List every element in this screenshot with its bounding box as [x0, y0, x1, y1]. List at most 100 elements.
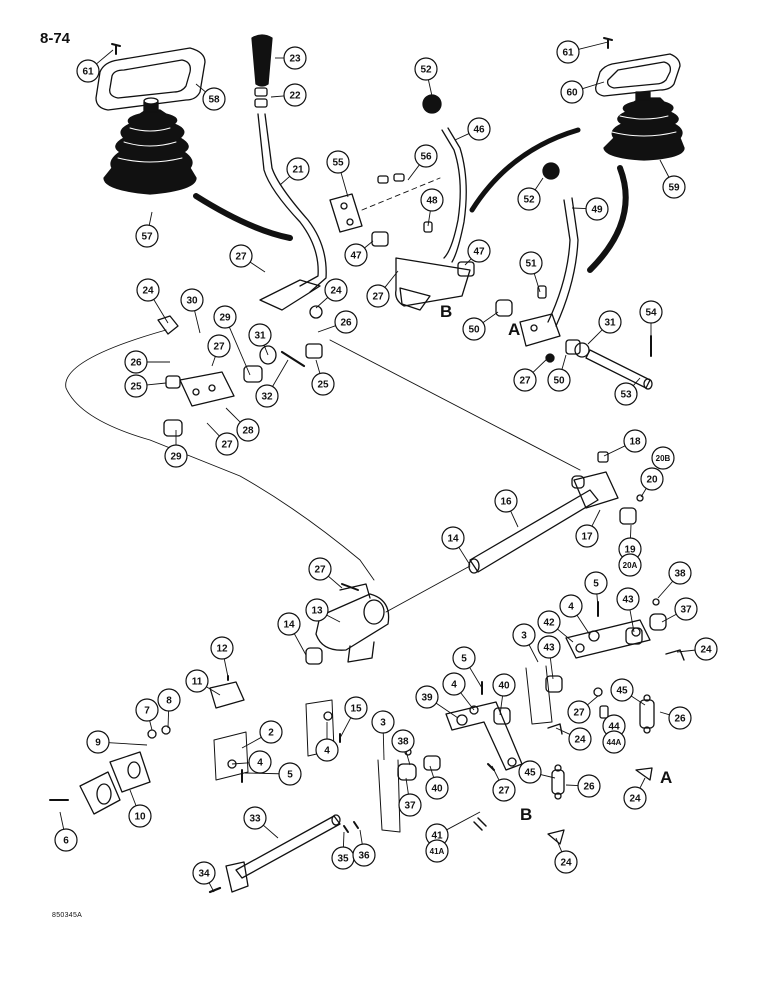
callout-14: 14 [277, 612, 307, 656]
callout-label: 21 [292, 165, 304, 176]
callout-label: 25 [130, 382, 142, 393]
callout-circle [639, 300, 663, 324]
callout-label: 36 [358, 851, 370, 862]
callout-circle [414, 57, 438, 81]
callout-label: 3 [380, 718, 386, 729]
callout-circle [513, 368, 537, 392]
callout-label: 27 [498, 786, 510, 797]
callout-label: 11 [192, 677, 203, 688]
leader-line [317, 325, 336, 333]
leader-line [342, 831, 345, 848]
leader-line [59, 811, 65, 830]
callout-label: 4 [568, 602, 574, 613]
bushing-50-lower [565, 339, 581, 355]
leader-line [661, 613, 677, 623]
callout-6: 6 [54, 811, 78, 852]
clevis-24-c [635, 767, 653, 781]
callout-circle [560, 80, 584, 104]
callout-44A: 44A [602, 730, 626, 754]
callout-17: 17 [575, 509, 601, 548]
leader-line [540, 774, 556, 779]
lever-46 [441, 127, 467, 263]
callout-18: 18 [603, 429, 647, 457]
callout-circle [414, 144, 438, 168]
bolt-34 [208, 886, 222, 894]
callout-30: 30 [180, 288, 204, 334]
callout-label: 51 [525, 259, 537, 270]
callout-label: 56 [420, 152, 432, 163]
leader-line [405, 777, 409, 795]
callout-13: 13 [305, 598, 341, 623]
bushing-19 [619, 507, 637, 525]
callout-52: 52 [414, 57, 438, 97]
leader-line [407, 164, 420, 181]
leader-line [263, 345, 269, 356]
callout-circle [283, 83, 307, 107]
callout-label: 46 [473, 125, 485, 136]
callout-circle [207, 334, 231, 358]
callout-circle [76, 59, 100, 83]
reference-letter-a1: A [508, 320, 520, 339]
leader-line [195, 83, 206, 93]
page-number: 8-74 [40, 30, 71, 47]
callout-10: 10 [128, 789, 152, 828]
callout-label: 60 [566, 88, 578, 99]
flange-9 [79, 771, 121, 815]
leader-line [657, 580, 674, 599]
lever-39 [445, 701, 523, 771]
callout-label: 37 [680, 605, 692, 616]
leader-line [587, 695, 599, 706]
fitting-27-housing [341, 583, 359, 591]
fitting-41 [473, 817, 487, 831]
callout-label: 8 [166, 696, 172, 707]
leader-line [659, 711, 670, 716]
bushing-43-right [625, 627, 643, 645]
callout-label: 43 [543, 643, 555, 654]
callout-label: 18 [629, 437, 641, 448]
leader-line [596, 593, 599, 609]
plate-3-right [525, 665, 553, 725]
leader-line [632, 377, 641, 387]
callout-circle [136, 278, 160, 302]
callout-circle [286, 157, 310, 181]
bushing-40-upper [493, 707, 511, 725]
callout-label: 27 [314, 565, 326, 576]
leader-line [194, 310, 201, 334]
callout-label: 17 [581, 532, 593, 543]
fittings-35-36 [343, 821, 359, 833]
callout-circle [135, 698, 159, 722]
boot-57 [103, 97, 197, 195]
callout-label: 37 [404, 801, 416, 812]
callout-22: 22 [270, 83, 307, 107]
clevis-24-b [547, 723, 563, 735]
leader-line [427, 210, 431, 227]
gasket-60 [595, 53, 681, 97]
arrow-middle [469, 127, 581, 213]
callout-label: 7 [144, 706, 150, 717]
callout-24: 24 [136, 278, 169, 324]
callout-39: 39 [415, 685, 459, 719]
leader-line [491, 765, 500, 781]
callout-7: 7 [135, 698, 159, 731]
leader-line [557, 628, 574, 643]
leader-line [429, 765, 435, 778]
callout-label: 61 [562, 48, 574, 59]
leader-line [384, 270, 399, 288]
tube-16 [468, 489, 599, 574]
callout-53: 53 [614, 377, 641, 406]
housing-13 [315, 583, 390, 663]
callout-circle [559, 594, 583, 618]
callout-45: 45 [610, 678, 646, 706]
leader-line [206, 686, 221, 696]
fitting-44 [599, 705, 609, 719]
callout-47: 47 [464, 239, 491, 266]
callout-circle [567, 700, 591, 724]
callout-circle [614, 382, 638, 406]
bushing-43-left [545, 675, 563, 693]
reference-letter-a2: A [660, 768, 672, 787]
pin-48 [423, 221, 433, 233]
callout-35: 35 [331, 831, 355, 870]
callout-label: 26 [130, 358, 142, 369]
reference-letter-b2: B [520, 805, 532, 824]
pin-51 [537, 285, 547, 299]
